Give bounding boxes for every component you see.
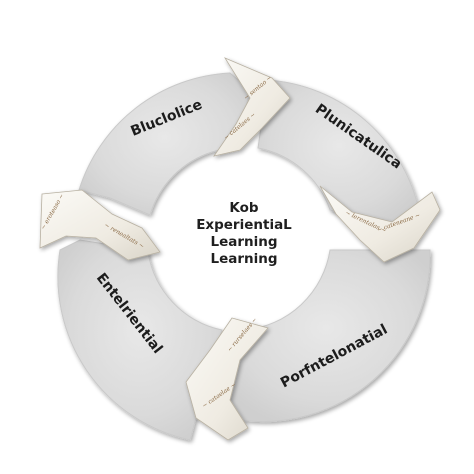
segment-bottom-left	[57, 239, 223, 441]
center-line-3: Learning	[210, 234, 277, 250]
arrow-left-icon: ~ eroteaso ~ ~ renealtats ~	[39, 189, 161, 261]
center-title: Kob ExperientiaL Learning Learning	[196, 200, 292, 267]
arrow-bottom-icon: ~ rurselaes ~ ~ cataelae ~	[185, 316, 269, 441]
segment-bottom-right	[221, 249, 431, 423]
segment-top-left	[78, 72, 251, 216]
center-line-1: Kob	[229, 200, 258, 216]
center-line-2: ExperientiaL	[196, 217, 292, 233]
center-line-4: Learning	[210, 251, 277, 267]
